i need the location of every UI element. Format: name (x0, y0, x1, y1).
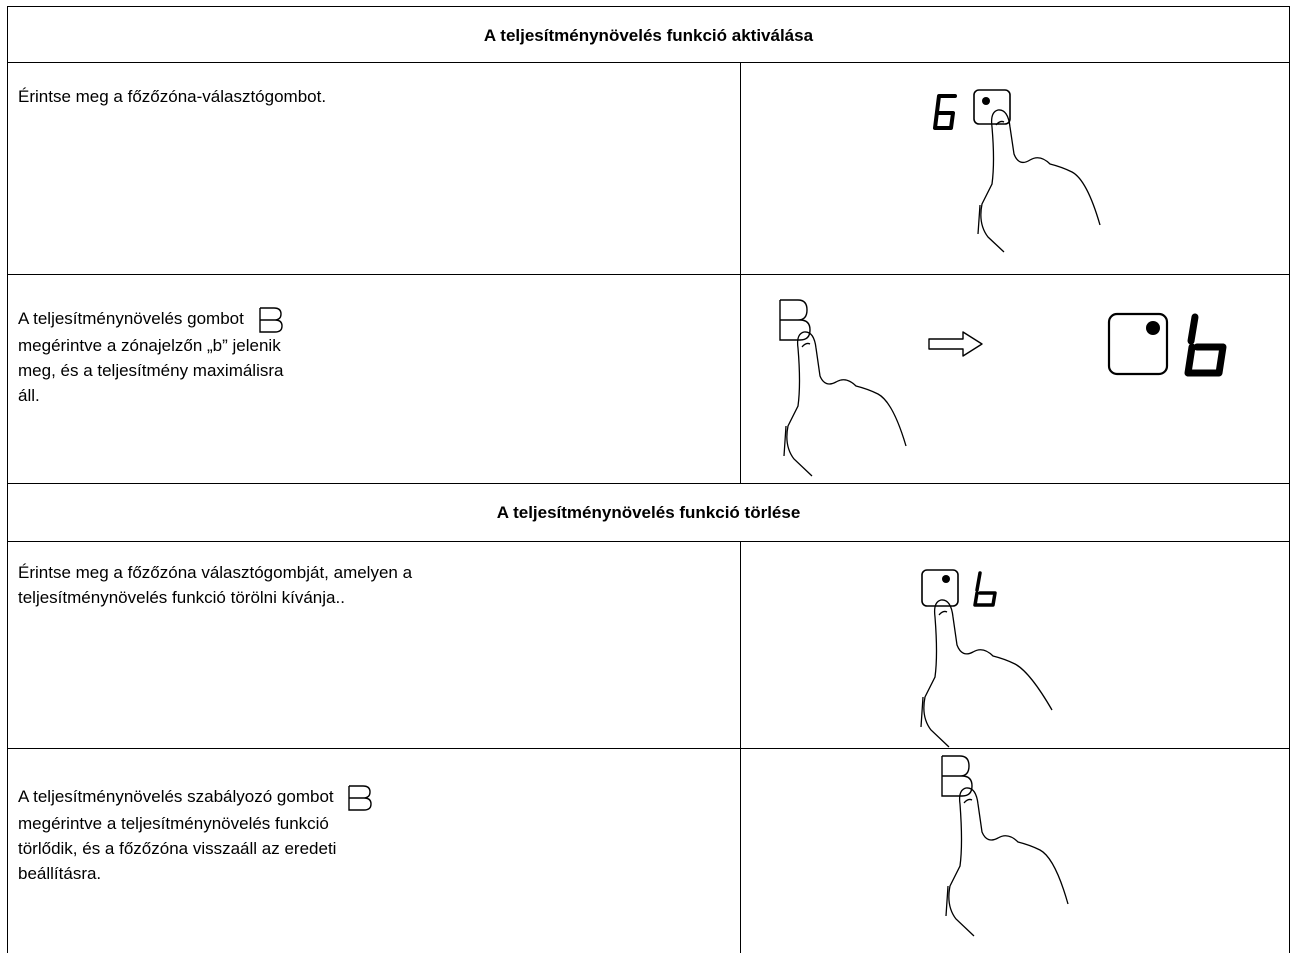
text-line: A teljesítménynövelés szabályozó gombot (18, 787, 334, 806)
text-line: megérintve a zónajelzőn „b” jelenik (18, 335, 281, 355)
text-line: beállításra. (18, 863, 102, 883)
touch-hand-icon (945, 787, 1069, 937)
instruction-text: A teljesítménynövelés szabályozó gombot … (18, 784, 374, 886)
illustration-select-zone-boost (902, 562, 1072, 752)
table-border-left (7, 6, 8, 953)
instruction-text: Érintse meg a főzőzóna-választógombot. (18, 84, 326, 109)
row-divider (7, 541, 1290, 542)
instruction-table: A teljesítménynövelés funkció aktiválása… (7, 6, 1290, 953)
illustration-select-zone (922, 82, 1112, 272)
booster-button-icon (779, 299, 811, 341)
text-line: A teljesítménynövelés gombot (18, 309, 244, 328)
digit-b-icon (973, 571, 997, 607)
text-line: megérintve a teljesítménynövelés funkció (18, 813, 329, 833)
digit-6-icon (933, 94, 957, 130)
table-border-top (7, 6, 1290, 7)
column-divider (740, 541, 741, 953)
booster-button-icon (941, 755, 973, 797)
touch-hand-icon (977, 109, 1101, 253)
row-divider (7, 274, 1290, 275)
text-line: teljesítménynövelés funkció törölni kívá… (18, 588, 345, 607)
row-divider (7, 748, 1290, 749)
text-line: Érintse meg a főzőzóna-választógombot. (18, 87, 327, 106)
text-line: Érintse meg a főzőzóna választógombját, … (18, 563, 413, 582)
zone-dot-icon (982, 97, 990, 105)
booster-button-icon (257, 306, 285, 333)
zone-selector-icon (1107, 312, 1169, 376)
zone-dot-icon (942, 575, 950, 583)
touch-hand-icon (920, 599, 1053, 748)
text-line: meg, és a teljesítmény maximálisra (18, 360, 284, 380)
column-divider (740, 62, 741, 483)
section-title: A teljesítménynövelés funkció aktiválása (483, 26, 814, 45)
digit-b-icon (1184, 313, 1227, 377)
row-divider (7, 483, 1290, 484)
illustration-booster-result (1107, 311, 1237, 381)
instruction-text: A teljesítménynövelés gombot megérintve … (18, 306, 285, 408)
text-line: áll. (18, 385, 40, 405)
illustration-booster-cancel (934, 752, 1084, 942)
touch-hand-icon (783, 331, 907, 477)
row-divider (7, 62, 1290, 63)
zone-selector-icon (921, 569, 959, 607)
zone-dot-icon (1146, 321, 1160, 335)
booster-button-icon (346, 784, 374, 811)
section-title: A teljesítménynövelés funkció törlése (496, 503, 801, 522)
instruction-text: Érintse meg a főzőzóna választógombját, … (18, 560, 412, 610)
illustration-booster-press (772, 296, 922, 481)
arrow-right-icon (927, 329, 985, 359)
text-line: törlődik, és a főzőzóna visszaáll az ere… (18, 838, 337, 858)
